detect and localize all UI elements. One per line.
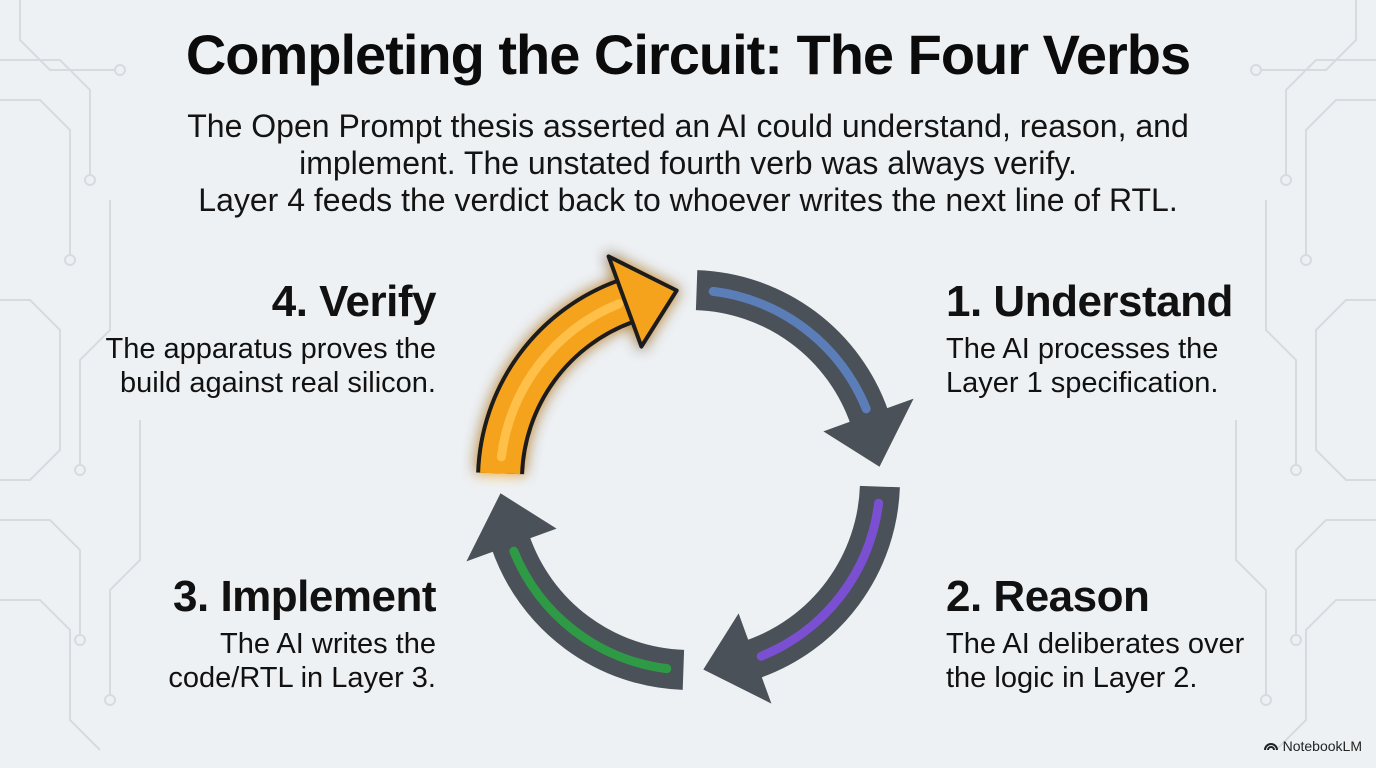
- subtitle-line-1: The Open Prompt thesis asserted an AI co…: [187, 108, 1189, 144]
- arrow-verify: [476, 254, 679, 475]
- arrow-implement-head: [466, 493, 557, 562]
- step-verify-desc-line-1: The apparatus proves the: [105, 333, 436, 365]
- step-verify-desc-line-2: build against real silicon.: [120, 367, 436, 399]
- arrow-verify-stripe: [496, 299, 624, 462]
- step-verify-heading: 4. Verify: [271, 277, 437, 326]
- notebooklm-icon: [1263, 743, 1278, 751]
- step-understand-desc-line-1: The AI processes the: [946, 333, 1219, 365]
- step-implement-desc-line-1: The AI writes the: [220, 628, 436, 660]
- step-reason: 2. Reason The AI deliberates over the lo…: [946, 571, 1326, 695]
- step-verify: 4. Verify The apparatus proves the build…: [56, 276, 437, 400]
- step-understand-heading: 1. Understand: [946, 277, 1233, 326]
- subtitle-line-3: Layer 4 feeds the verdict back to whoeve…: [198, 182, 1178, 218]
- arrow-implement-stripe: [509, 546, 672, 674]
- step-reason-heading: 2. Reason: [946, 572, 1150, 621]
- arrow-verify-head: [606, 254, 679, 349]
- subtitle-line-2: implement. The unstated fourth verb was …: [299, 145, 1077, 181]
- step-implement-heading: 3. Implement: [173, 572, 436, 621]
- arrow-reason-stripe: [756, 498, 884, 661]
- arrow-reason: [703, 485, 900, 704]
- subtitle: The Open Prompt thesis asserted an AI co…: [0, 108, 1376, 219]
- step-reason-description: The AI deliberates over the logic in Lay…: [946, 627, 1326, 695]
- step-verify-description: The apparatus proves the build against r…: [56, 332, 436, 400]
- step-implement: 3. Implement The AI writes the code/RTL …: [56, 571, 436, 695]
- step-understand-desc-line-2: Layer 1 specification.: [946, 367, 1219, 399]
- arrow-understand-stripe: [708, 286, 871, 414]
- arrow-reason-head: [703, 613, 772, 704]
- arrow-understand: [695, 270, 914, 467]
- arrow-understand-head: [823, 398, 914, 467]
- arrow-implement: [466, 493, 685, 690]
- step-implement-desc-line-2: code/RTL in Layer 3.: [168, 662, 436, 694]
- step-reason-desc-line-2: the logic in Layer 2.: [946, 662, 1198, 694]
- page-title: Completing the Circuit: The Four Verbs: [185, 23, 1191, 86]
- brand-label: NotebookLM: [1282, 738, 1362, 754]
- step-reason-desc-line-1: The AI deliberates over: [946, 628, 1245, 660]
- step-implement-description: The AI writes the code/RTL in Layer 3.: [56, 627, 436, 695]
- step-understand-description: The AI processes the Layer 1 specificati…: [946, 332, 1326, 400]
- step-understand: 1. Understand The AI processes the Layer…: [946, 276, 1326, 400]
- brand-watermark: NotebookLM: [1263, 738, 1362, 754]
